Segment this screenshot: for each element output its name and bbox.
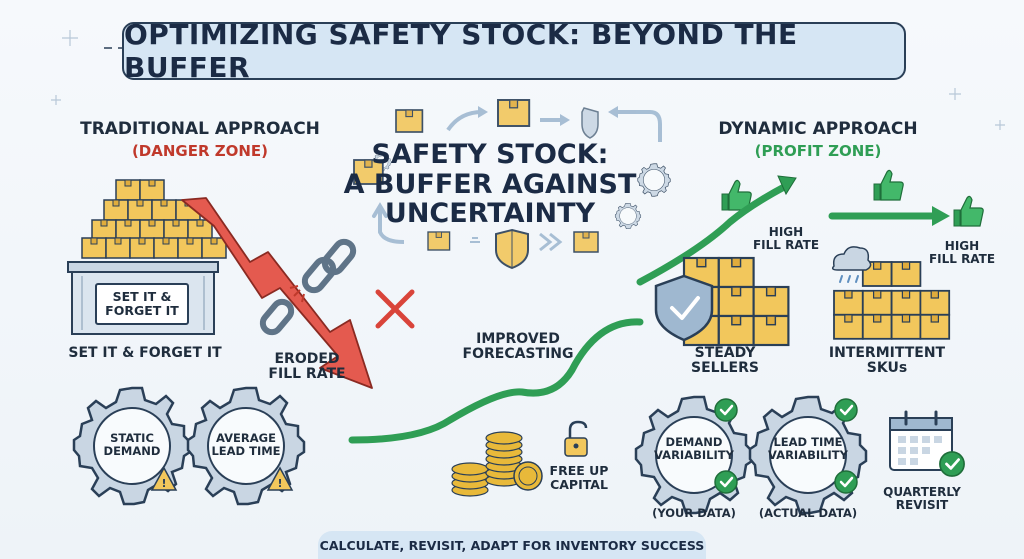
lead-var-line1: LEAD TIME — [773, 435, 843, 449]
traditional-heading: TRADITIONAL APPROACH — [80, 119, 320, 139]
improved-line1: IMPROVED — [476, 331, 560, 347]
sign-line1: SET IT & — [112, 289, 172, 304]
capital-line1: FREE UP — [549, 463, 609, 478]
profit-zone-label: (PROFIT ZONE) — [754, 141, 882, 160]
svg-text:!: ! — [277, 477, 282, 490]
your-data-note: (YOUR DATA) — [652, 506, 736, 520]
improved-line2: FORECASTING — [462, 346, 574, 363]
sign-line2: FORGET IT — [105, 302, 179, 318]
high-fill-rate-label-1: HIGH FILL RATE — [744, 225, 828, 253]
revisit-line2: REVISIT — [895, 498, 949, 513]
title-banner: OPTIMIZING SAFETY STOCK: BEYOND THE BUFF… — [122, 18, 906, 84]
intermittent-line1: INTERMITTENT — [828, 345, 946, 361]
danger-zone-label: (DANGER ZONE) — [131, 141, 269, 160]
dynamic-heading-block: DYNAMIC APPROACH (PROFIT ZONE) — [698, 120, 938, 159]
actual-data-note: (ACTUAL DATA) — [758, 506, 858, 520]
footer-text: CALCULATE, REVISIT, ADAPT FOR INVENTORY … — [319, 537, 705, 553]
center-title-line1: SAFETY STOCK: — [371, 139, 609, 170]
footer-banner: CALCULATE, REVISIT, ADAPT FOR INVENTORY … — [318, 531, 706, 559]
intermittent-line2: SKUs — [866, 360, 908, 377]
high-fill-rate-label-2: HIGH FILL RATE — [920, 239, 1004, 267]
high2-line2: FILL RATE — [928, 252, 996, 267]
center-title-line2: A BUFFER AGAINST — [343, 168, 637, 200]
eroded-line2: FILL RATE — [268, 366, 346, 383]
svg-text:!: ! — [161, 477, 166, 490]
demand-var-line2: VARIABILITY — [654, 447, 734, 462]
high1-line2: FILL RATE — [752, 238, 820, 253]
average-lead-time-line1: AVERAGE — [216, 431, 276, 445]
capital-line2: CAPITAL — [550, 476, 608, 492]
set-it-forget-it-sign: SET IT & FORGET IT — [96, 290, 188, 318]
intermittent-skus-label: INTERMITTENT SKUs — [822, 345, 952, 377]
demand-var-line1: DEMAND — [665, 435, 723, 449]
average-lead-time-line2: LEAD TIME — [211, 443, 281, 458]
lead-time-variability-label: LEAD TIME VARIABILITY — [768, 436, 848, 461]
eroded-fill-rate-label: ERODED FILL RATE — [262, 351, 352, 383]
average-lead-time-label: AVERAGE LEAD TIME — [208, 432, 284, 457]
improved-forecasting-label: IMPROVED FORECASTING — [458, 331, 578, 363]
static-demand-label: STATIC DEMAND — [98, 432, 166, 457]
steady-line1: STEADY — [694, 345, 756, 361]
high1-line1: HIGH — [768, 225, 804, 239]
free-up-capital-label: FREE UP CAPITAL — [544, 464, 614, 492]
steady-line2: SELLERS — [691, 360, 759, 377]
high2-line1: HIGH — [944, 239, 980, 253]
quarterly-revisit-label: QUARTERLY REVISIT — [874, 485, 970, 513]
center-title-line3: UNCERTAINTY — [384, 198, 596, 230]
lead-var-line2: VARIABILITY — [768, 447, 848, 462]
center-title: SAFETY STOCK: A BUFFER AGAINST UNCERTAIN… — [340, 140, 640, 229]
dynamic-heading: DYNAMIC APPROACH — [718, 119, 918, 139]
traditional-heading-block: TRADITIONAL APPROACH (DANGER ZONE) — [60, 120, 340, 159]
demand-variability-label: DEMAND VARIABILITY — [654, 436, 734, 461]
static-demand-line2: DEMAND — [103, 443, 161, 458]
page-title: OPTIMIZING SAFETY STOCK: BEYOND THE BUFF… — [124, 18, 798, 84]
eroded-line1: ERODED — [274, 351, 340, 367]
static-demand-line1: STATIC — [110, 431, 154, 445]
steady-sellers-label: STEADY SELLERS — [670, 345, 780, 377]
revisit-line1: QUARTERLY — [883, 485, 961, 499]
set-it-forget-it-caption: SET IT & FORGET IT — [68, 345, 222, 361]
